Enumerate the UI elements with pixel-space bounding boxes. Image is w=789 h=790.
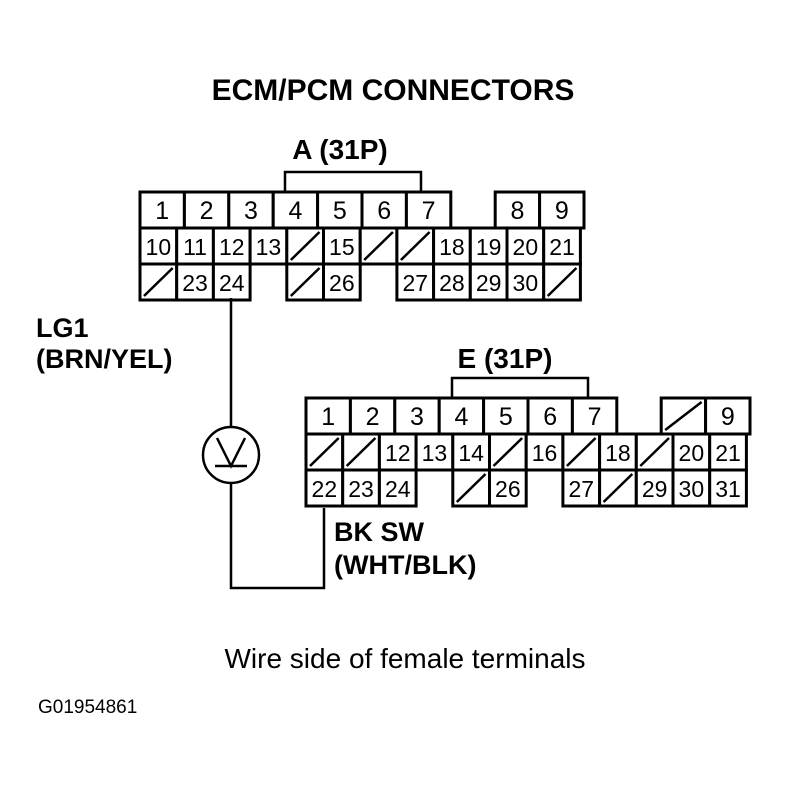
unused-terminal-slash xyxy=(639,437,670,467)
unused-terminal-slash xyxy=(143,267,174,297)
terminal-number: 19 xyxy=(476,234,502,260)
terminal-number: 18 xyxy=(439,234,465,260)
terminal-cell xyxy=(322,262,362,302)
terminal-number: 20 xyxy=(513,234,539,260)
terminal-number: 5 xyxy=(499,403,513,431)
terminal-number: 22 xyxy=(312,476,338,502)
terminal-cell xyxy=(211,262,252,302)
lg1-label: LG1 xyxy=(36,313,89,343)
unused-terminal-slash xyxy=(345,437,377,467)
terminal-number: 11 xyxy=(183,234,207,260)
bksw-label: BK SW xyxy=(334,517,425,547)
terminal-number: 5 xyxy=(333,197,347,225)
connector-a-bracket xyxy=(283,170,423,192)
terminal-number: 3 xyxy=(410,403,424,431)
terminal-number: 4 xyxy=(454,403,468,431)
terminal-number: 27 xyxy=(402,270,428,296)
terminal-number: 31 xyxy=(715,476,741,502)
connector-a-label: A (31P) xyxy=(292,134,387,165)
terminal-number: 12 xyxy=(219,234,245,260)
terminal-number: 13 xyxy=(256,234,282,260)
unused-terminal-slash xyxy=(363,231,394,261)
unused-terminal-slash xyxy=(492,437,524,467)
terminal-cell xyxy=(671,432,712,472)
terminal-number: 23 xyxy=(182,270,208,296)
terminal-number: 12 xyxy=(385,440,411,466)
terminal-number: 13 xyxy=(422,440,448,466)
unused-terminal-slash xyxy=(400,231,431,261)
terminal-number: 29 xyxy=(642,476,668,502)
terminal-cell xyxy=(542,226,582,266)
terminal-number: 30 xyxy=(679,476,705,502)
terminal-cell xyxy=(377,468,418,508)
terminal-number: 24 xyxy=(385,476,411,502)
connector-e-bracket xyxy=(450,376,590,398)
terminal-cell xyxy=(505,262,546,302)
terminal-cell xyxy=(482,396,530,436)
lg1-color-label: (BRN/YEL) xyxy=(36,344,173,374)
terminal-number: 29 xyxy=(476,270,502,296)
unused-terminal-slash xyxy=(289,267,321,297)
caption: Wire side of female terminals xyxy=(224,643,585,674)
terminal-cell xyxy=(493,190,542,230)
terminal-number: 9 xyxy=(555,197,569,225)
terminal-number: 30 xyxy=(513,270,539,296)
unused-terminal-slash xyxy=(546,267,578,297)
figure-id: G01954861 xyxy=(38,697,137,718)
unused-terminal-slash xyxy=(602,473,634,503)
terminal-number: 10 xyxy=(146,234,172,260)
unused-terminal-slash xyxy=(664,401,703,431)
terminal-cell xyxy=(570,396,619,436)
unused-terminal-slash xyxy=(289,231,321,261)
terminal-number: 21 xyxy=(549,234,575,260)
terminal-number: 20 xyxy=(679,440,705,466)
terminal-cell xyxy=(468,226,509,266)
unused-terminal-slash xyxy=(566,437,597,467)
terminal-number: 9 xyxy=(721,403,735,431)
terminal-number: 7 xyxy=(422,197,436,225)
terminal-number: 26 xyxy=(329,270,355,296)
terminal-number: 4 xyxy=(288,197,302,225)
terminal-cell xyxy=(708,432,748,472)
terminal-cell xyxy=(561,468,602,508)
terminal-number: 28 xyxy=(439,270,465,296)
terminal-number: 27 xyxy=(568,476,594,502)
terminal-number: 7 xyxy=(588,403,602,431)
terminal-number: 21 xyxy=(715,440,741,466)
terminal-number: 23 xyxy=(348,476,374,502)
unused-terminal-slash xyxy=(455,473,487,503)
terminal-number: 16 xyxy=(532,440,558,466)
terminal-cell xyxy=(708,468,748,508)
terminal-cell xyxy=(341,468,381,508)
terminal-number: 26 xyxy=(495,476,521,502)
terminal-cell xyxy=(451,432,491,472)
terminal-number: 3 xyxy=(244,197,258,225)
test-light-v-icon xyxy=(215,437,247,469)
terminal-cell xyxy=(138,226,179,266)
terminal-number: 24 xyxy=(219,270,245,296)
terminal-cell xyxy=(322,226,362,266)
unused-terminal-slash xyxy=(309,437,340,467)
terminal-number: 15 xyxy=(329,234,355,260)
terminal-number: 6 xyxy=(377,197,391,225)
terminal-cell xyxy=(488,468,528,508)
terminal-number: 1 xyxy=(155,197,169,225)
bksw-wire xyxy=(229,483,326,590)
terminal-number: 18 xyxy=(605,440,631,466)
test-light-icon xyxy=(201,425,261,485)
bksw-color-label: (WHT/BLK) xyxy=(334,550,476,580)
terminal-number: 2 xyxy=(200,197,214,225)
connector-e-label: E (31P) xyxy=(458,343,553,374)
terminal-number: 14 xyxy=(458,440,484,466)
terminal-cell xyxy=(432,262,472,302)
terminal-number: 1 xyxy=(321,403,335,431)
diagram-title: ECM/PCM CONNECTORS xyxy=(212,74,575,107)
terminal-number: 8 xyxy=(510,197,524,225)
terminal-number: 2 xyxy=(366,403,380,431)
terminal-number: 6 xyxy=(543,403,557,431)
